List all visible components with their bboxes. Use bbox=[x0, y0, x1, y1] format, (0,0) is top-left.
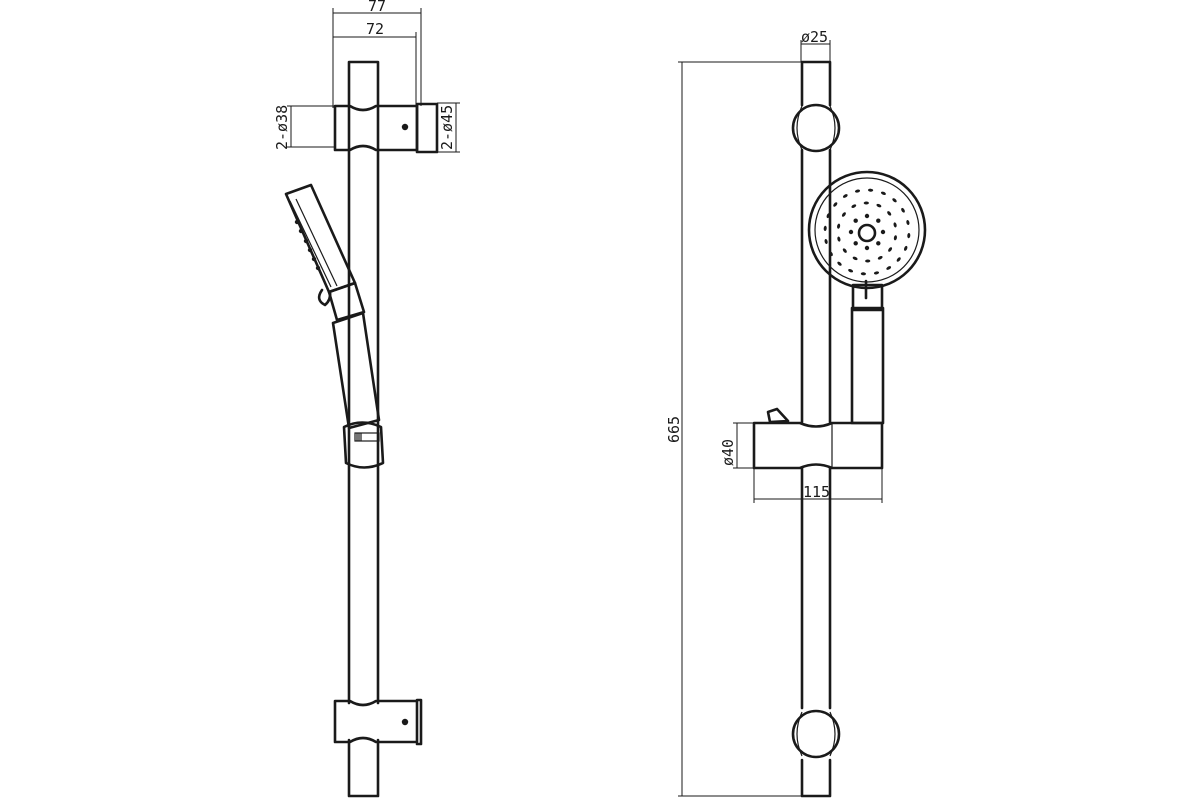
nozzle-dot bbox=[907, 233, 911, 239]
dim-width-bar-label: 72 bbox=[366, 20, 384, 38]
nozzle-dot bbox=[854, 189, 861, 193]
nozzle-dot bbox=[863, 201, 869, 205]
shower-nozzles bbox=[823, 188, 911, 276]
front-view: ø25 665 bbox=[665, 28, 927, 798]
nozzle-dot bbox=[880, 191, 886, 196]
rail-bar-side bbox=[347, 60, 380, 798]
nozzle-dot bbox=[864, 245, 870, 251]
nozzle-dot bbox=[848, 268, 854, 273]
nozzle-dot bbox=[903, 245, 908, 251]
dim-slider-width-label: 115 bbox=[803, 483, 830, 501]
nozzle-dot bbox=[841, 212, 846, 217]
dim-rail-diameter-label: ø25 bbox=[801, 28, 828, 46]
nozzle-dot bbox=[837, 236, 841, 242]
hand-shower-side bbox=[284, 183, 381, 430]
nozzle-dot bbox=[860, 272, 866, 276]
nozzle-dot bbox=[893, 222, 897, 228]
nozzle-dot bbox=[906, 219, 910, 226]
top-bracket-side: 2-ø38 2-ø45 bbox=[273, 102, 460, 154]
dim-72: 72 bbox=[333, 20, 417, 106]
nozzle-dot bbox=[873, 271, 880, 275]
dim-bracket-left-label: 2-ø38 bbox=[273, 105, 291, 150]
nozzle-dot bbox=[865, 259, 871, 263]
nozzle-dot bbox=[901, 207, 905, 213]
shower-handle-front bbox=[850, 283, 885, 425]
nozzle-dot bbox=[876, 218, 881, 223]
nozzle-dot bbox=[852, 256, 858, 261]
rail-bar-front bbox=[800, 60, 832, 798]
nozzle-dot bbox=[848, 229, 854, 235]
slider-front: ø40 115 bbox=[719, 407, 884, 503]
dim-slider-diameter-label: ø40 bbox=[719, 439, 737, 466]
top-bracket-front bbox=[791, 103, 841, 153]
nozzle-dot bbox=[886, 266, 892, 270]
dim-width-overall-label: 77 bbox=[368, 0, 386, 15]
dim-77: 77 bbox=[332, 0, 422, 108]
nozzle-dot bbox=[833, 202, 838, 207]
nozzle-dot bbox=[851, 204, 857, 208]
dim-rail-diameter: ø25 bbox=[800, 28, 831, 62]
nozzle-dot bbox=[876, 203, 882, 208]
nozzle-dot bbox=[829, 251, 833, 257]
nozzle-dot bbox=[842, 248, 847, 253]
nozzle-dot bbox=[823, 225, 827, 231]
dim-total-height-label: 665 bbox=[665, 416, 683, 443]
nozzle-dot bbox=[896, 257, 901, 262]
nozzle-dot bbox=[837, 261, 842, 266]
nozzle-dot bbox=[837, 223, 841, 229]
nozzle-dot bbox=[887, 211, 892, 216]
nozzle-dot bbox=[868, 188, 874, 192]
nozzle-dot bbox=[853, 218, 858, 223]
nozzle-dot bbox=[888, 247, 893, 252]
dim-bracket-right-label: 2-ø45 bbox=[438, 105, 456, 150]
nozzle-dot bbox=[892, 198, 897, 203]
slider-side bbox=[342, 421, 385, 469]
bottom-bracket-side bbox=[333, 698, 423, 746]
shower-head-front bbox=[807, 170, 927, 300]
nozzle-dot bbox=[842, 194, 848, 198]
nozzle-dot bbox=[864, 213, 870, 219]
dim-total-height: 665 bbox=[665, 61, 802, 797]
nozzle-dot bbox=[876, 241, 881, 246]
side-view: 77 72 2-ø38 2-ø45 bbox=[273, 0, 460, 798]
nozzle-dot bbox=[893, 235, 897, 241]
nozzle-dot bbox=[877, 256, 883, 260]
bottom-bracket-front bbox=[791, 709, 841, 759]
nozzle-dot bbox=[824, 238, 828, 245]
nozzle-dot bbox=[826, 213, 831, 219]
nozzle-dot bbox=[853, 241, 858, 246]
nozzle-dot bbox=[880, 229, 886, 235]
